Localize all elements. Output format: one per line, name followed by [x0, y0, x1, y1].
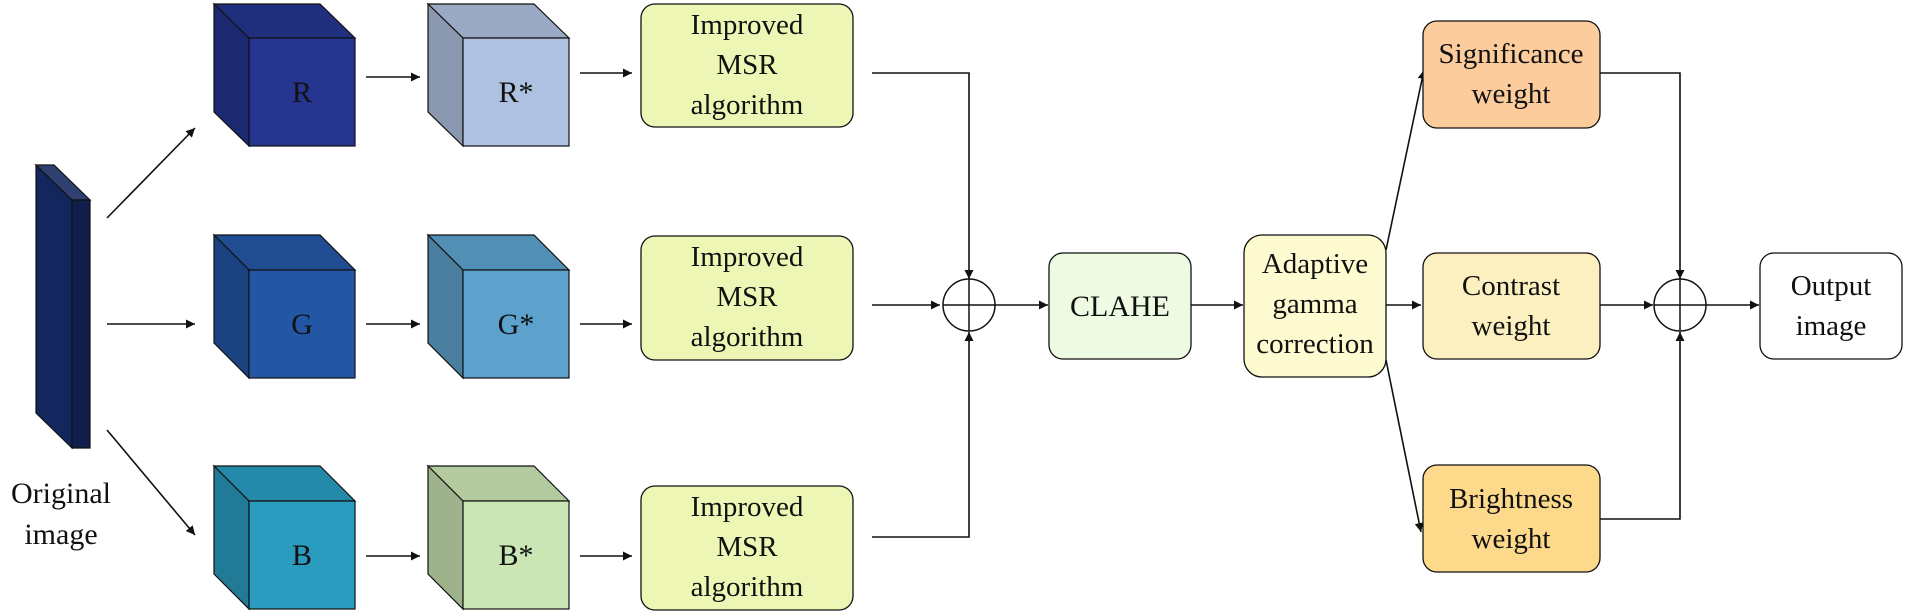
output-image-box	[1759, 252, 1903, 360]
msr-g-line1: Improved	[691, 241, 804, 273]
significance-weight-line1: Significance	[1439, 38, 1584, 70]
original-image-label-line1: Original	[11, 477, 111, 510]
original-image-slab	[34, 163, 92, 450]
brightness-weight-line2: weight	[1472, 523, 1551, 555]
brightness-weight-line1: Brightness	[1449, 483, 1573, 515]
gamma-line2: gamma	[1272, 288, 1357, 320]
significance-weight-line2: weight	[1472, 78, 1551, 110]
contrast-weight-line2: weight	[1472, 310, 1551, 342]
msr-r-line2: MSR	[716, 49, 778, 81]
cube-r-star-label: R*	[498, 76, 533, 109]
cube-r-label: R	[292, 76, 312, 109]
connector-msr-b-to-sum	[872, 332, 974, 538]
gamma-line3: correction	[1256, 328, 1374, 360]
arrow-original-to-r	[106, 127, 196, 219]
arrow-gamma-to-brightness	[1385, 359, 1424, 533]
msr-g-line2: MSR	[716, 281, 778, 313]
sum-node-1	[942, 278, 996, 332]
cube-b-star-label: B*	[498, 539, 533, 572]
contrast-weight-box	[1422, 252, 1601, 360]
contrast-weight-line1: Contrast	[1462, 270, 1560, 302]
cube-r-star	[426, 2, 571, 148]
cube-g-star	[426, 233, 571, 380]
gamma-line1: Adaptive	[1262, 248, 1368, 280]
msr-r-line3: algorithm	[691, 89, 804, 121]
connector-significance-to-sum	[1600, 72, 1685, 279]
cube-b-star	[426, 464, 571, 611]
msr-box-b	[640, 485, 854, 611]
connector-brightness-to-sum	[1600, 332, 1685, 520]
arrow-gamma-to-significance	[1385, 69, 1427, 251]
msr-b-line1: Improved	[691, 491, 804, 523]
msr-box-g	[640, 235, 854, 361]
msr-box-r	[640, 3, 854, 128]
cube-b	[212, 464, 357, 611]
clahe-box	[1048, 252, 1192, 360]
brightness-weight-box	[1422, 464, 1601, 573]
msr-b-line3: algorithm	[691, 571, 804, 603]
cube-g	[212, 233, 357, 380]
arrow-original-to-b	[106, 429, 196, 536]
significance-weight-box	[1422, 20, 1601, 129]
cube-g-label: G	[291, 308, 313, 341]
original-image-label-line2: image	[24, 518, 97, 551]
msr-r-line1: Improved	[691, 9, 804, 41]
cube-g-star-label: G*	[498, 308, 535, 341]
clahe-label: CLAHE	[1070, 290, 1170, 323]
cube-r	[212, 2, 357, 148]
cube-b-label: B	[292, 539, 312, 572]
output-image-line1: Output	[1791, 270, 1872, 302]
msr-b-line2: MSR	[716, 531, 778, 563]
output-image-line2: image	[1796, 310, 1867, 342]
gamma-correction-box	[1243, 234, 1387, 378]
sum-node-2	[1653, 278, 1707, 332]
connector-msr-r-to-sum	[872, 72, 974, 279]
msr-g-line3: algorithm	[691, 321, 804, 353]
